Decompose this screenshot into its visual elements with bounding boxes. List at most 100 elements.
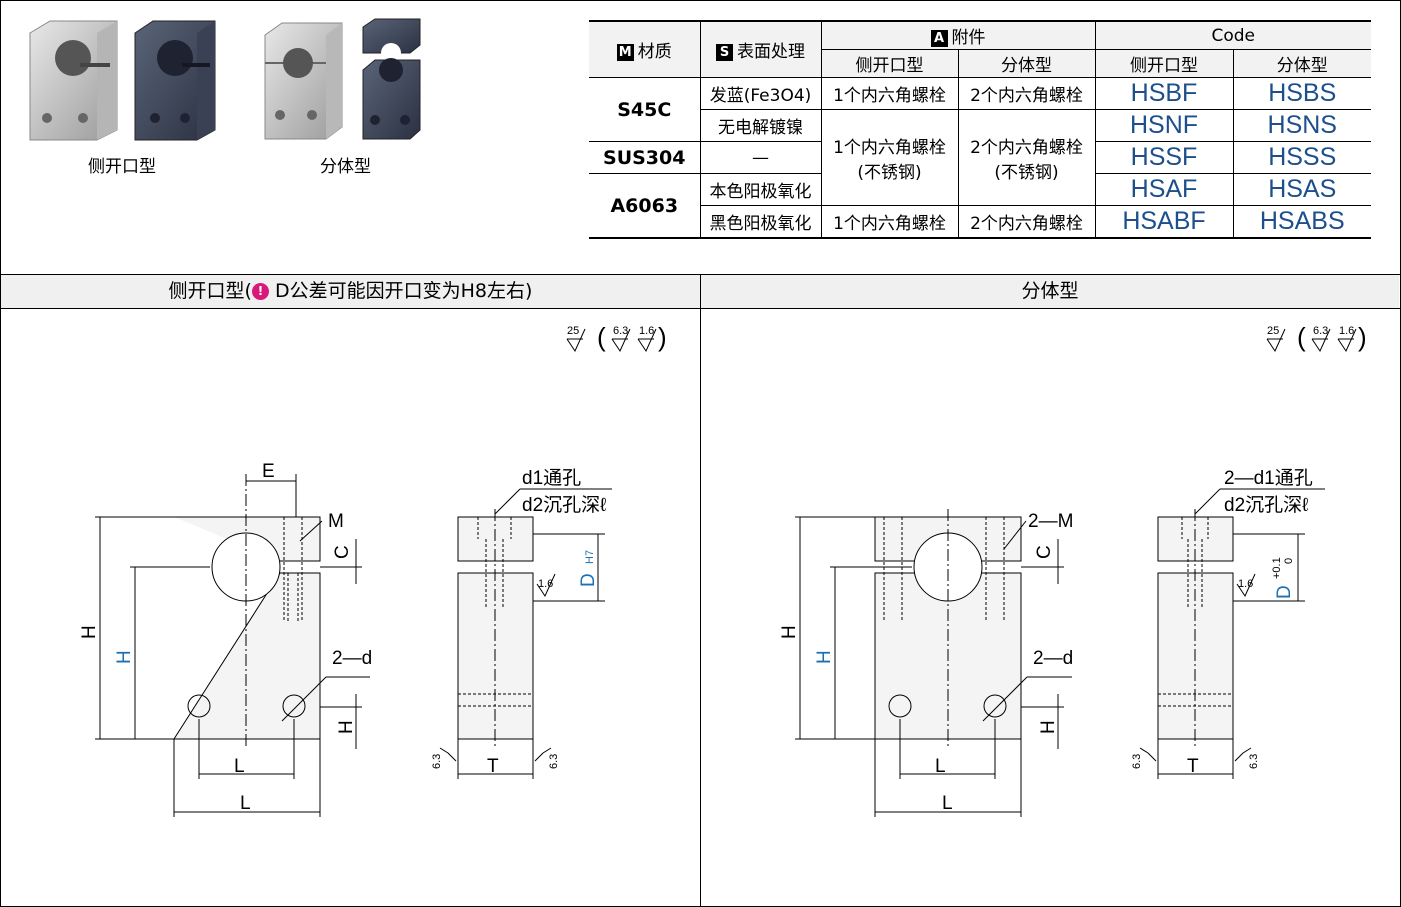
acc-side-cell: 1个内六角螺栓	[820, 205, 958, 239]
dim-D-side: D	[578, 573, 599, 587]
dim-H: H	[114, 650, 135, 664]
dim-2d-split: 2—d	[1033, 648, 1073, 669]
dim-T-left: T	[487, 756, 499, 777]
photo-caption-split: 分体型	[320, 157, 371, 177]
split-side-view	[1139, 488, 1325, 779]
header-code-side: 侧开口型	[1094, 49, 1233, 78]
acc-split-cell: 2个内六角螺栓	[957, 77, 1095, 110]
header-code-split: 分体型	[1232, 49, 1371, 78]
acc-side-cell: 1个内六角螺栓	[820, 77, 958, 110]
roughness-side-left-b: 6.3	[548, 754, 560, 769]
acc-side-note: (不锈钢)	[857, 162, 922, 183]
acc-split-cell: 2个内六角螺栓	[957, 205, 1095, 239]
roughness-a-right: 6.3	[1313, 325, 1328, 337]
code-split-cell[interactable]: HSABS	[1232, 205, 1371, 239]
dim-D-side-tol: H7	[584, 550, 596, 564]
roughness-a-left: 6.3	[613, 325, 628, 337]
info-icon: !	[251, 283, 269, 300]
side-open-front-view	[95, 474, 370, 817]
roughness-main-right: 25	[1267, 325, 1279, 337]
dim-T-right: T	[1187, 756, 1199, 777]
code-split-cell[interactable]: HSAS	[1232, 173, 1371, 206]
material-icon: M	[616, 43, 634, 61]
roughness-symbols-right	[1266, 328, 1357, 353]
dim-H1: H	[79, 625, 100, 639]
dim-L1: L	[234, 756, 245, 777]
surface-cell: 无电解镀镍	[699, 109, 821, 142]
svg-text:): )	[658, 322, 667, 352]
header-acc-split: 分体型	[957, 49, 1095, 78]
dim-H2-split: H	[1038, 720, 1059, 734]
accessory-icon: A	[930, 29, 948, 47]
roughness-bore-right: 1.6	[1238, 578, 1253, 590]
dim-E: E	[262, 461, 275, 482]
table-row: 黑色阳极氧化 1个内六角螺栓 2个内六角螺栓 HSABF HSABS	[589, 205, 1371, 239]
header-surface: 表面处理	[737, 42, 805, 62]
note-d1-side: d1通孔	[522, 467, 581, 489]
code-split-cell[interactable]: HSNS	[1232, 109, 1371, 142]
roughness-b-left: 1.6	[639, 325, 654, 337]
code-side-cell[interactable]: HSSF	[1094, 141, 1233, 174]
roughness-bore-left: 1.6	[538, 578, 553, 590]
surface-cell: 黑色阳极氧化	[699, 205, 821, 239]
dim-D-split-tol-upper: +0.1	[1271, 557, 1283, 579]
code-side-cell[interactable]: HSNF	[1094, 109, 1233, 142]
material-a6063: A6063	[589, 173, 700, 239]
roughness-main-left: 25	[567, 325, 579, 337]
section-title-side-open: 侧开口型(! D公差可能因开口变为H8左右)	[1, 275, 700, 308]
note-d2-side: d2沉孔深ℓ	[522, 494, 606, 516]
note-d2-split: d2沉孔深ℓ	[1224, 494, 1308, 516]
code-side-cell[interactable]: HSABF	[1094, 205, 1233, 239]
dim-M: M	[328, 511, 344, 532]
surface-cell: 本色阳极氧化	[699, 173, 821, 206]
technical-drawings: 25 6.3 1.6 25 6.3 1.6 () () E M C H H 2—d…	[79, 322, 1367, 817]
table-row: S45C 发蓝(Fe3O4) 1个内六角螺栓 2个内六角螺栓 HSBF HSBS	[589, 77, 1371, 142]
roughness-side-left-a: 6.3	[431, 754, 443, 769]
dim-H-split: H	[814, 650, 835, 664]
table-row: 无电解镀镍 1个内六角螺栓 (不锈钢) 2个内六角螺栓 (不锈钢) HSNF HSN…	[589, 109, 1371, 206]
header-code: Code	[1094, 20, 1371, 50]
dim-D-split-tol-lower: 0	[1283, 558, 1295, 564]
dim-2M: 2—M	[1028, 511, 1073, 532]
header-accessory: 附件	[951, 28, 986, 48]
roughness-symbols-left	[566, 328, 657, 353]
dim-L: L	[240, 793, 251, 814]
section-title-side-text: 侧开口型	[168, 280, 245, 302]
dim-L-split: L	[942, 793, 953, 814]
material-sus304: SUS304	[589, 141, 700, 174]
section-note: D公差可能因开口变为H8左右	[275, 280, 526, 302]
code-split-cell[interactable]: HSBS	[1232, 77, 1371, 110]
roughness-side-right-b: 6.3	[1248, 754, 1260, 769]
svg-text:(: (	[1297, 322, 1306, 352]
dim-C: C	[332, 545, 353, 559]
dim-C-split: C	[1034, 545, 1055, 559]
acc-side-line: 1个内六角螺栓	[833, 137, 946, 158]
acc-split-line: 2个内六角螺栓	[970, 137, 1083, 158]
svg-text:(: (	[597, 322, 606, 352]
svg-text:): )	[1358, 322, 1367, 352]
material-s45c: S45C	[589, 77, 700, 142]
acc-split-cell: 2个内六角螺栓 (不锈钢)	[957, 109, 1095, 206]
photo-caption-side-open: 侧开口型	[88, 157, 156, 177]
table-header-row-2: 侧开口型 分体型 侧开口型 分体型	[589, 49, 1371, 78]
header-material: 材质	[637, 42, 672, 62]
dim-L1-split: L	[935, 756, 946, 777]
code-side-cell[interactable]: HSBF	[1094, 77, 1233, 110]
side-open-side-view	[439, 488, 612, 779]
header-acc-side: 侧开口型	[820, 49, 958, 78]
dim-D-split: D	[1274, 585, 1295, 599]
code-split-cell[interactable]: HSSS	[1232, 141, 1371, 174]
split-front-view	[795, 509, 1072, 817]
surface-cell: —	[699, 141, 821, 174]
surface-icon: S	[716, 43, 733, 61]
roughness-b-right: 1.6	[1339, 325, 1354, 337]
dim-2d: 2—d	[332, 648, 372, 669]
note-d1-split: 2—d1通孔	[1224, 467, 1313, 489]
code-side-cell[interactable]: HSAF	[1094, 173, 1233, 206]
section-title-split: 分体型	[701, 275, 1399, 308]
roughness-side-right-a: 6.3	[1131, 754, 1143, 769]
acc-side-cell: 1个内六角螺栓 (不锈钢)	[820, 109, 958, 206]
acc-split-note: (不锈钢)	[994, 162, 1059, 183]
